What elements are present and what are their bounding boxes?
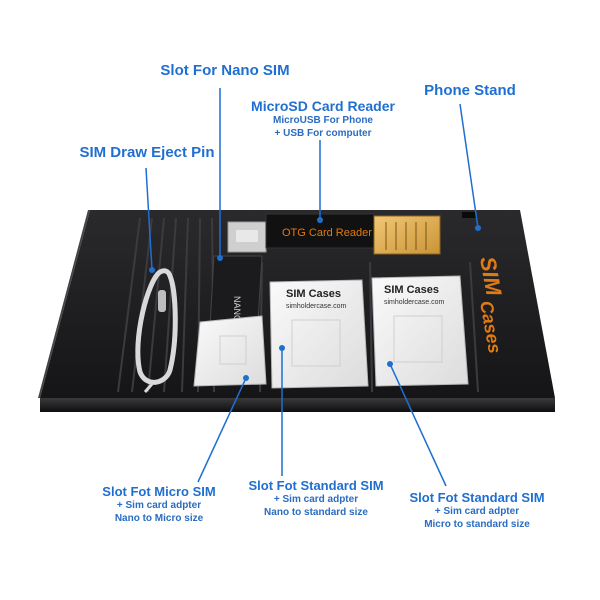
label-phone-stand-title: Phone Stand: [424, 82, 516, 99]
label-nano-slot: Slot For Nano SIM: [135, 62, 315, 79]
leader-lines: [145, 88, 479, 487]
label-micro-slot: Slot Fot Micro SIM + Sim card adpter Nan…: [84, 484, 234, 525]
label-standard-slot-2-line1: + Sim card adpter: [434, 506, 520, 517]
adapter-url-2: simholdercase.com: [384, 299, 444, 306]
adapter-url-1: simholdercase.com: [286, 303, 346, 310]
label-micro-slot-line2: Nano to Micro size: [114, 513, 204, 524]
otg-card-reader: OTG Card Reader: [265, 213, 375, 249]
standard-sim-adapter-2[interactable]: SIM Cases simholdercase.com: [371, 275, 469, 387]
eject-pin[interactable]: [135, 268, 178, 393]
label-phone-stand: Phone Stand: [405, 82, 535, 99]
leader-dots: [149, 217, 481, 381]
label-standard-slot-1-line1: + Sim card adpter: [273, 494, 359, 505]
label-standard-slot-2: Slot Fot Standard SIM + Sim card adpter …: [397, 490, 557, 531]
label-microsd-line2: + USB For computer: [274, 128, 372, 139]
label-standard-slot-2-title: Slot Fot Standard SIM: [409, 490, 545, 505]
label-standard-slot-2-line2: Micro to standard size: [424, 519, 530, 530]
label-micro-slot-line1: + Sim card adpter: [116, 500, 202, 511]
label-standard-slot-1: Slot Fot Standard SIM + Sim card adpter …: [236, 478, 396, 519]
label-microsd-line1: MicroUSB For Phone: [272, 115, 373, 126]
adapter-brand-1: SIM Cases: [286, 288, 341, 300]
adapter-brand-2: SIM Cases: [384, 284, 439, 296]
label-standard-slot-1-title: Slot Fot Standard SIM: [248, 478, 384, 493]
otg-label: OTG Card Reader: [282, 227, 372, 239]
label-eject-pin: SIM Draw Eject Pin: [62, 144, 232, 161]
microsd-card: [373, 215, 441, 255]
micro-sim-adapter[interactable]: [193, 315, 267, 387]
label-eject-pin-title: SIM Draw Eject Pin: [79, 144, 215, 161]
standard-sim-adapter-1[interactable]: SIM Cases simholdercase.com: [269, 279, 369, 389]
label-nano-slot-title: Slot For Nano SIM: [160, 62, 290, 79]
usb-connector: [227, 221, 267, 253]
nano-label: NANO: [232, 296, 242, 322]
label-microsd-title: MicroSD Card Reader: [251, 98, 395, 114]
label-microsd-reader: MicroSD Card Reader MicroUSB For Phone +…: [238, 98, 408, 140]
label-standard-slot-1-line2: Nano to standard size: [264, 507, 368, 518]
label-micro-slot-title: Slot Fot Micro SIM: [102, 484, 216, 499]
